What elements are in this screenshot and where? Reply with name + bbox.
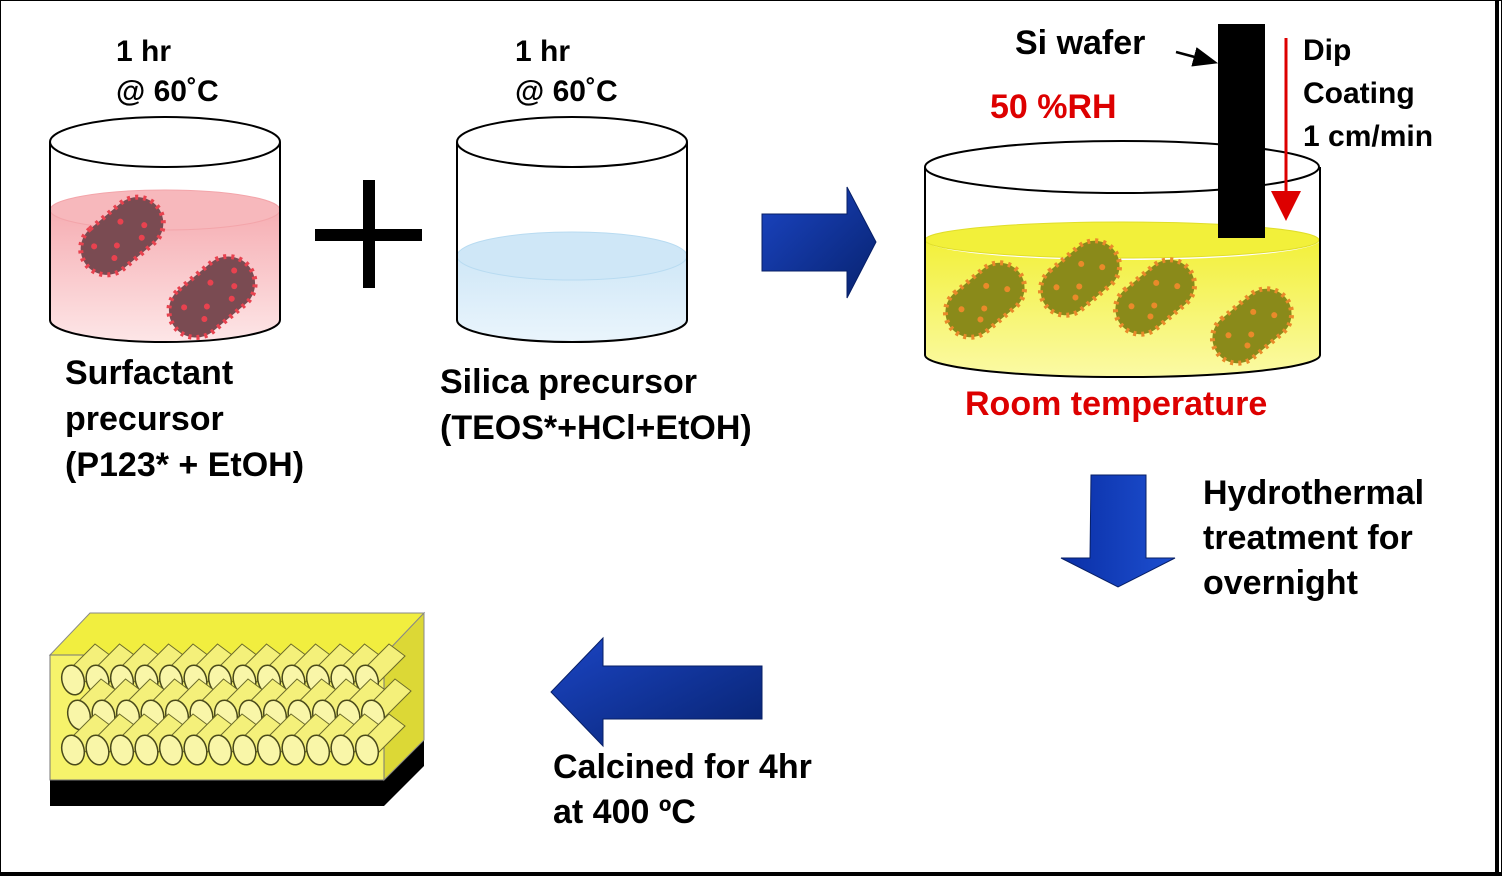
beaker-rim [456, 116, 688, 168]
pore-opening [183, 734, 208, 766]
silica-solution [457, 256, 687, 342]
hydrothermal-label: Hydrothermal treatment for overnight [1203, 471, 1424, 606]
pore-opening [60, 664, 86, 696]
dip-coating-beaker [924, 140, 1321, 379]
micelle [1037, 238, 1123, 318]
surfactant-surface [49, 189, 281, 231]
step2-time-temp: 1 hr @ 60˚C [515, 32, 618, 112]
right-arrow-icon [761, 186, 877, 299]
pore-opening [305, 734, 331, 766]
step2-time: 1 hr [515, 35, 571, 68]
micelle [78, 194, 166, 278]
calcine-line: at 400 ºC [553, 793, 696, 831]
calcine-line: Calcined for 4hr [553, 748, 812, 786]
silica-beaker [456, 116, 688, 343]
silica-label: Silica precursor (TEOS*+HCl+EtOH) [440, 359, 752, 451]
step2-temp: @ 60˚C [515, 75, 618, 108]
pore-opening [207, 734, 233, 766]
pore-opening [281, 734, 306, 766]
substrate [50, 740, 424, 806]
dip-coating-line: Dip [1303, 34, 1352, 67]
pore-opening [85, 734, 110, 766]
left-arrow-icon [550, 636, 763, 748]
micelle [942, 260, 1028, 340]
surfactant-label-line: precursor [65, 400, 224, 438]
si-wafer-label: Si wafer [1015, 24, 1146, 62]
pore-opening [232, 734, 257, 766]
hydrothermal-line: treatment for [1203, 519, 1413, 557]
calcine-label: Calcined for 4hr at 400 ºC [553, 745, 812, 835]
si-wafer [1218, 24, 1265, 238]
pore-opening [158, 734, 184, 766]
micelle [1209, 286, 1295, 366]
micelle [1112, 257, 1198, 337]
micelle [166, 254, 258, 340]
surfactant-label: Surfactant precursor (P123* + EtOH) [65, 350, 304, 488]
pore-opening [134, 734, 159, 766]
silica-label-line: Silica precursor [440, 363, 698, 401]
humidity-label: 50 %RH [990, 88, 1117, 126]
dip-coating-label: Dip Coating 1 cm/min [1303, 29, 1433, 158]
hydrothermal-line: overnight [1203, 564, 1358, 602]
step1-time: 1 hr [116, 35, 172, 68]
pore-opening [60, 734, 86, 766]
mesoporous-film [48, 611, 426, 806]
silica-surface [456, 231, 688, 281]
surfactant-label-line: (P123* + EtOH) [65, 446, 305, 484]
step1-temp: @ 60˚C [116, 75, 219, 108]
surfactant-label-line: Surfactant [65, 354, 234, 392]
room-temperature-label: Room temperature [965, 385, 1268, 423]
hydrothermal-line: Hydrothermal [1203, 474, 1425, 512]
pore-opening [109, 734, 135, 766]
step1-time-temp: 1 hr @ 60˚C [116, 32, 219, 112]
dip-coating-line: Coating [1303, 77, 1415, 110]
pore-opening [330, 734, 355, 766]
surfactant-beaker [49, 116, 281, 343]
dip-coating-line: 1 cm/min [1303, 120, 1434, 153]
pore-opening [354, 734, 380, 766]
pore-opening [256, 734, 282, 766]
pore-array [60, 643, 412, 766]
beaker-rim [49, 116, 281, 168]
wafer-pointer-icon [1175, 47, 1219, 67]
down-arrow-icon [1060, 474, 1176, 588]
plus-icon [315, 180, 422, 288]
silica-label-line: (TEOS*+HCl+EtOH) [440, 409, 752, 447]
